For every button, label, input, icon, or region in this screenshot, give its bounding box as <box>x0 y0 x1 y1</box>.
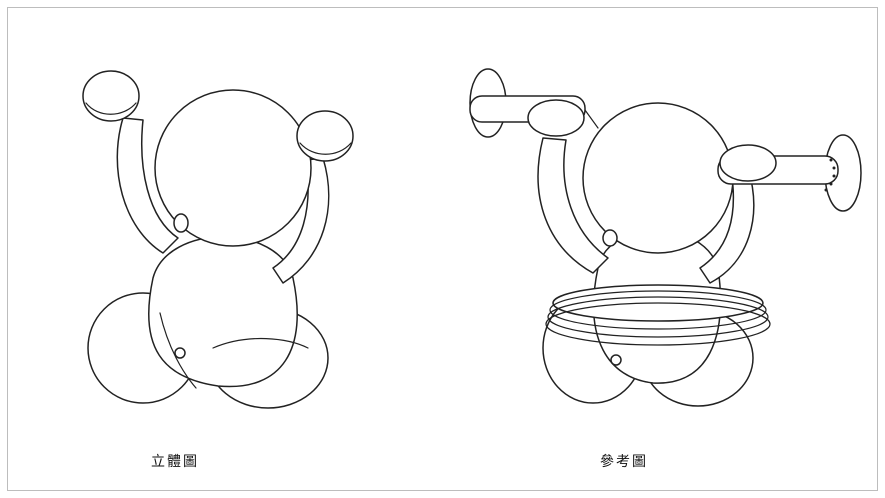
caption-right: 參考圖 <box>600 454 648 470</box>
caption-left: 立體圖 <box>151 454 199 470</box>
doll-with-earphones-icon <box>448 48 868 428</box>
figure-panel: 立體圖 參考圖 <box>7 7 878 491</box>
doll-figure-icon <box>68 48 368 428</box>
